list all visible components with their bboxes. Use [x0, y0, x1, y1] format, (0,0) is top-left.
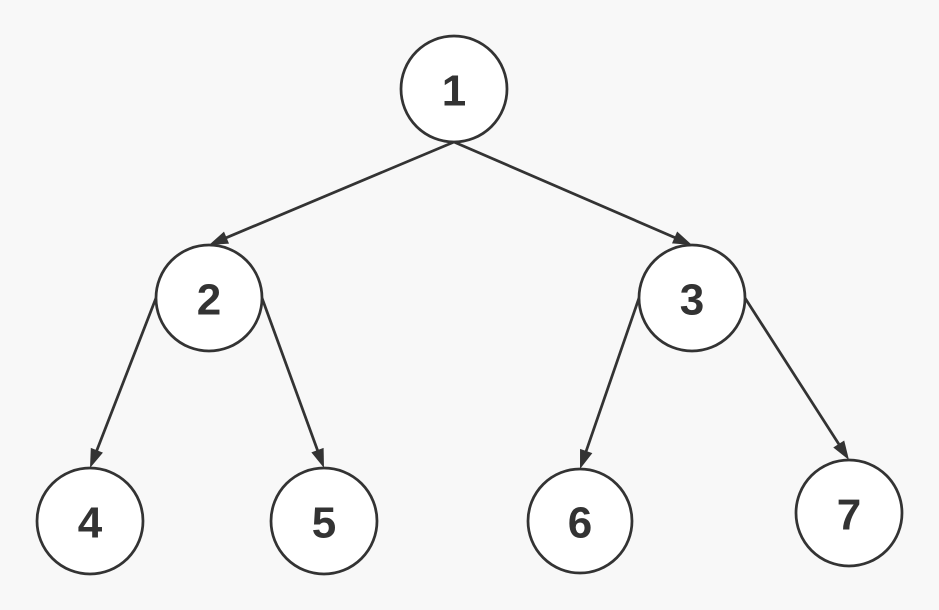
edge-1-3 — [453, 140, 692, 245]
edge-line — [216, 140, 455, 243]
edge-arrowhead-icon — [311, 447, 324, 468]
edge-arrowhead-icon — [671, 231, 692, 245]
node-circle — [35, 466, 145, 576]
node-label: 1 — [442, 66, 466, 115]
node-circle — [526, 467, 634, 575]
edge-arrowhead-icon — [580, 448, 593, 469]
edge-1-2 — [209, 140, 455, 245]
tree-node-1: 1 — [399, 34, 509, 144]
edge-line — [91, 297, 158, 461]
edge-2-4 — [90, 297, 158, 468]
edge-line — [581, 297, 641, 462]
edge-line — [743, 297, 846, 454]
edge-line — [453, 140, 685, 243]
edge-arrowhead-icon — [209, 231, 230, 245]
edge-2-5 — [260, 297, 324, 468]
tree-node-2: 2 — [154, 243, 264, 353]
node-label: 6 — [568, 498, 592, 547]
tree-node-4: 4 — [35, 466, 145, 576]
tree-node-5: 5 — [269, 466, 379, 576]
tree-node-3: 3 — [637, 243, 747, 353]
tree-node-6: 6 — [526, 467, 634, 575]
edge-line — [260, 297, 323, 461]
node-circle — [637, 243, 747, 353]
tree-node-7: 7 — [794, 458, 904, 568]
node-circle — [794, 458, 904, 568]
node-circle — [269, 466, 379, 576]
node-label: 3 — [680, 275, 704, 324]
node-circle — [399, 34, 509, 144]
node-label: 7 — [837, 490, 861, 539]
edge-3-6 — [580, 297, 641, 469]
edge-3-7 — [743, 297, 849, 460]
node-circle — [154, 243, 264, 353]
node-label: 5 — [312, 498, 336, 547]
edge-arrowhead-icon — [833, 440, 849, 460]
edge-arrowhead-icon — [90, 447, 103, 468]
node-label: 4 — [78, 498, 103, 547]
node-label: 2 — [197, 275, 221, 324]
